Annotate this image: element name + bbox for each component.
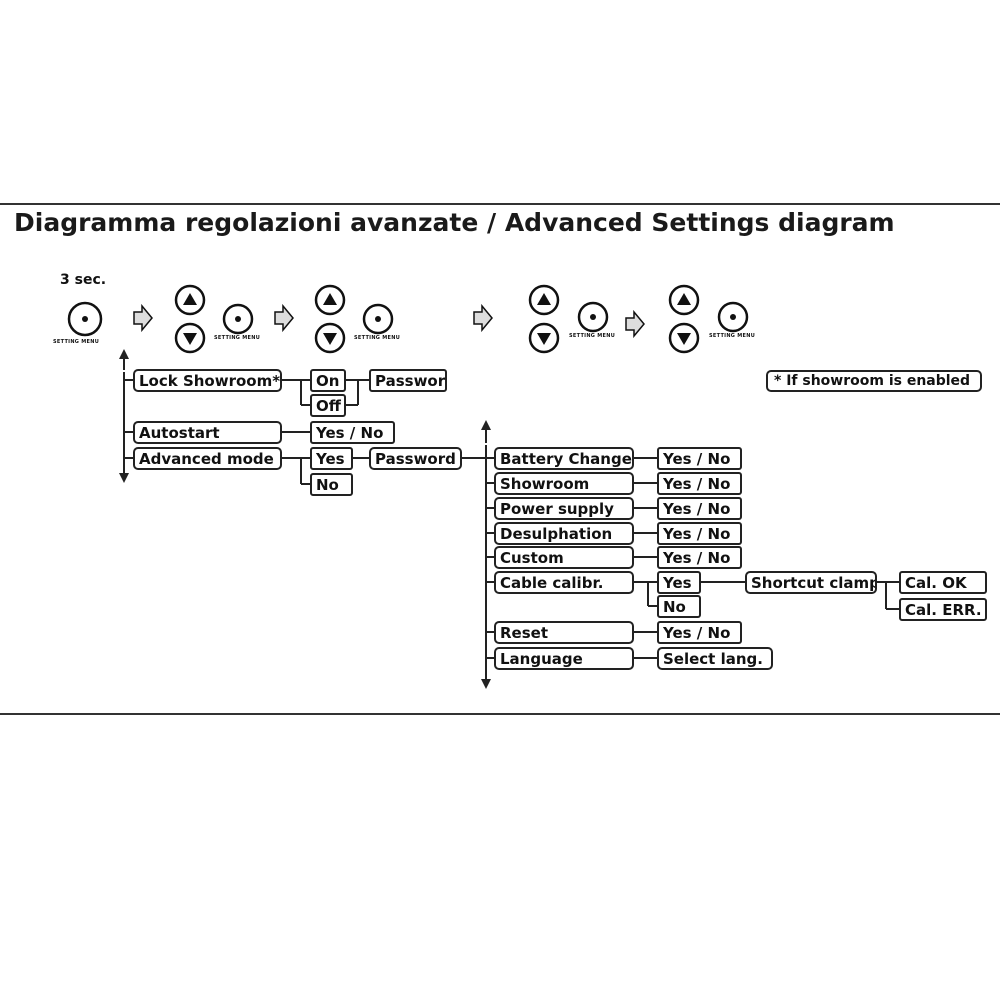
right-arrow-icon	[473, 303, 493, 333]
cable-calibr-yes: Yes	[657, 571, 701, 594]
bottom-rule	[0, 713, 1000, 715]
autostart-choice-box: Yes / No	[310, 421, 395, 444]
autostart-box: Autostart	[133, 421, 282, 444]
reset-choice: Yes / No	[657, 621, 742, 644]
setting-menu-label: SETTING MENU	[569, 333, 616, 339]
advanced-yes-box: Yes	[310, 447, 353, 470]
lock-password-box: Password	[369, 369, 447, 392]
showroom-choice: Yes / No	[657, 472, 742, 495]
power-supply-box: Power supply	[494, 497, 634, 520]
setting-menu-label: SETTING MENU	[354, 335, 401, 341]
advanced-mode-box: Advanced mode	[133, 447, 282, 470]
right-arrow-icon	[133, 303, 153, 333]
language-box: Language	[494, 647, 634, 670]
advanced-no-box: No	[310, 473, 353, 496]
right-arrow-icon	[274, 303, 294, 333]
setting-menu-label: SETTING MENU	[214, 335, 261, 341]
battery-change-choice: Yes / No	[657, 447, 742, 470]
hold-time-label: 3 sec.	[60, 272, 107, 288]
lock-showroom-box: Lock Showroom*	[133, 369, 282, 392]
battery-change-box: Battery Change	[494, 447, 634, 470]
reset-box: Reset	[494, 621, 634, 644]
desulphation-box: Desulphation	[494, 522, 634, 545]
custom-box: Custom	[494, 546, 634, 569]
power-supply-choice: Yes / No	[657, 497, 742, 520]
right-arrow-icon	[625, 309, 645, 339]
top-rule	[0, 203, 1000, 205]
lock-off-box: Off	[310, 394, 346, 417]
setting-menu-label: SETTING MENU	[709, 333, 756, 339]
cal-ok-box: Cal. OK	[899, 571, 987, 594]
cable-calibr-no: No	[657, 595, 701, 618]
desulphation-choice: Yes / No	[657, 522, 742, 545]
select-language-box: Select lang.	[657, 647, 773, 670]
showroom-box: Showroom	[494, 472, 634, 495]
custom-choice: Yes / No	[657, 546, 742, 569]
cable-calibr-box: Cable calibr.	[494, 571, 634, 594]
lock-on-box: On	[310, 369, 346, 392]
diagram-title: Diagramma regolazioni avanzate / Advance…	[14, 208, 895, 237]
button-sequence	[67, 284, 749, 354]
advanced-password-box: Password	[369, 447, 462, 470]
shortcut-clamp-box: Shortcut clamp	[745, 571, 877, 594]
showroom-note: * If showroom is enabled	[766, 370, 982, 392]
setting-menu-label: SETTING MENU	[53, 339, 100, 345]
cal-err-box: Cal. ERR.	[899, 598, 987, 621]
